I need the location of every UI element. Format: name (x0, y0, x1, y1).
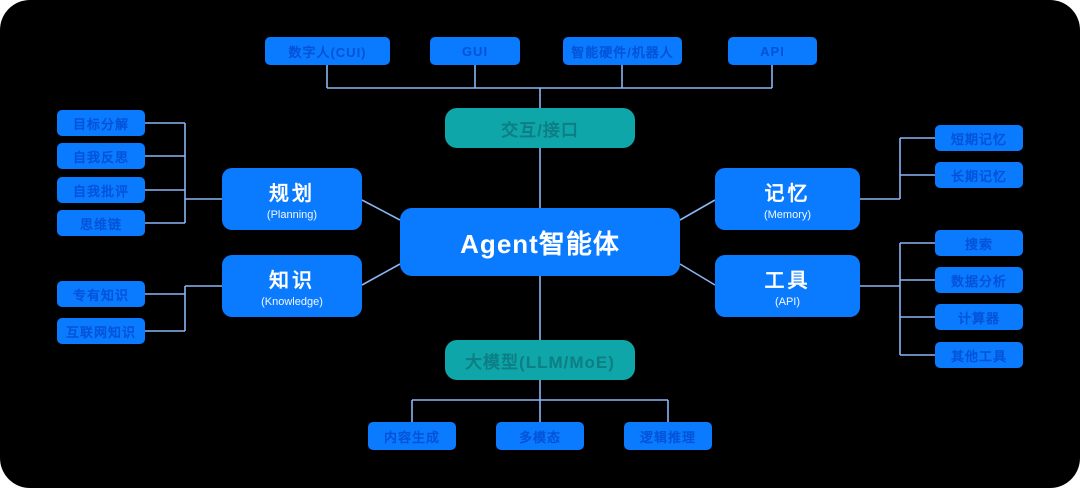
memory-item-node: 长期记忆 (935, 162, 1023, 188)
top-node-smart-hardware: 智能硬件/机器人 (563, 37, 682, 65)
knowledge-item-node: 专有知识 (57, 281, 145, 307)
tools-label: 工具 (764, 270, 811, 292)
knowledge-label: 知识 (269, 270, 315, 292)
tools-item-node: 数据分析 (935, 267, 1023, 293)
planning-item-node: 自我反思 (57, 143, 145, 169)
top-node-gui: GUI (430, 37, 520, 65)
memory-item-node: 短期记忆 (935, 125, 1023, 151)
planning-item-node: 思维链 (57, 210, 145, 236)
planning-label: 规划 (269, 183, 315, 205)
planning-sublabel: (Planning) (266, 209, 318, 221)
tools-node: 工具 (API) (715, 255, 860, 317)
memory-node: 记忆 (Memory) (715, 168, 860, 230)
model-layer-node: 大模型(LLM/MoE) (445, 340, 635, 380)
capability-node: 多模态 (496, 422, 584, 450)
tools-item-node: 其他工具 (935, 342, 1023, 368)
capability-node: 逻辑推理 (624, 422, 712, 450)
tools-item-node: 搜索 (935, 230, 1023, 256)
interface-layer-node: 交互/接口 (445, 108, 635, 148)
memory-label: 记忆 (764, 183, 811, 205)
top-node-digital-human: 数字人(CUI) (265, 37, 390, 65)
tools-item-node: 计算器 (935, 304, 1023, 330)
knowledge-node: 知识 (Knowledge) (222, 255, 362, 317)
knowledge-item-node: 互联网知识 (57, 318, 145, 344)
top-node-api: API (728, 37, 817, 65)
planning-item-node: 目标分解 (57, 110, 145, 136)
agent-center-node: Agent智能体 (400, 208, 680, 276)
memory-sublabel: (Memory) (763, 209, 812, 221)
planning-node: 规划 (Planning) (222, 168, 362, 230)
knowledge-sublabel: (Knowledge) (261, 296, 323, 308)
tools-sublabel: (API) (774, 296, 801, 308)
planning-item-node: 自我批评 (57, 177, 145, 203)
capability-node: 内容生成 (368, 422, 456, 450)
